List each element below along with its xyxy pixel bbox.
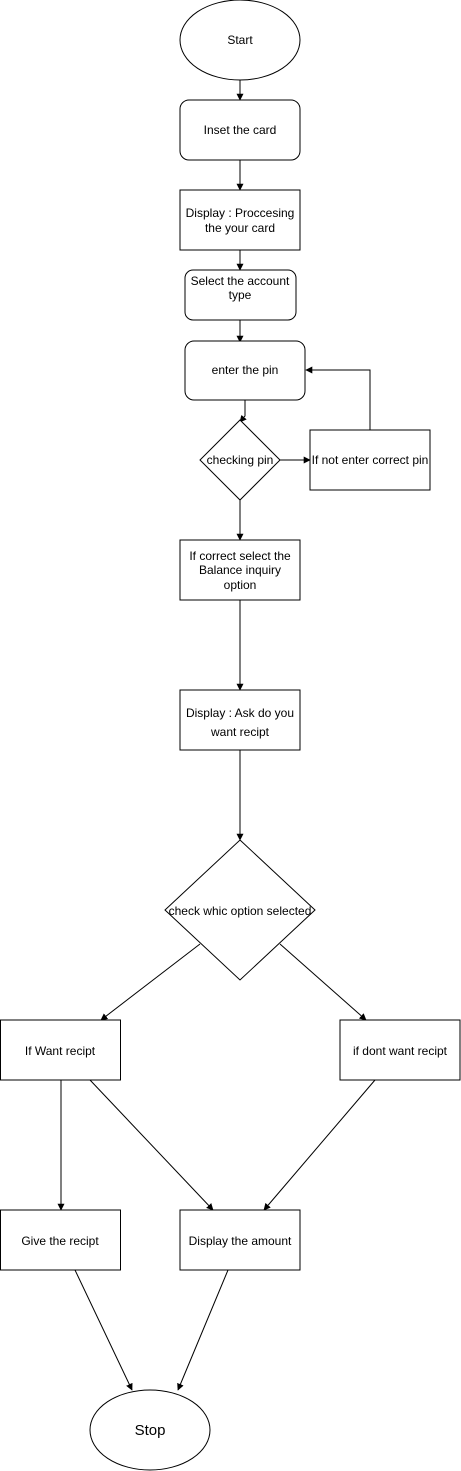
node-processing-label-line2: the your card [205, 221, 275, 235]
node-processing: Display : Proccesing the your card [179, 189, 301, 251]
node-display-amount: Display the amount [179, 1209, 301, 1271]
node-incorrect-pin: If not enter correct pin [309, 429, 431, 491]
edges [57, 80, 376, 1391]
node-ask-receipt-label-line2: want recipt [210, 725, 270, 739]
node-balance-inquiry-label-line3: option [224, 578, 257, 592]
node-give-receipt: Give the recipt [0, 1209, 121, 1271]
node-incorrect-pin-label: If not enter correct pin [312, 453, 429, 467]
node-insert-card: Inset the card [179, 99, 301, 161]
node-check-option: check whic option selected [164, 839, 316, 981]
node-display-amount-label: Display the amount [189, 1234, 292, 1248]
node-select-account-label-line2: type [229, 288, 252, 302]
edge-dont-want-to-display-amount [263, 1079, 376, 1211]
node-dont-want-receipt: if dont want recipt [339, 1019, 461, 1081]
node-enter-pin-label: enter the pin [212, 363, 279, 377]
node-give-receipt-label: Give the recipt [21, 1234, 99, 1248]
node-enter-pin: enter the pin [184, 340, 306, 401]
edge-option-to-want [100, 943, 201, 1021]
node-stop-label: Stop [135, 1422, 166, 1439]
node-start: Start [179, 0, 301, 81]
edge-give-to-stop [74, 1269, 133, 1391]
node-ask-receipt: Display : Ask do you want recipt [179, 689, 301, 751]
node-stop: Stop [89, 1389, 211, 1471]
node-start-label: Start [227, 33, 253, 47]
node-select-account-label-line1: Select the account [191, 274, 290, 288]
edge-incorrect-to-pin [305, 366, 371, 430]
node-select-account: Select the account type [184, 269, 297, 321]
node-dont-want-receipt-label: if dont want recipt [353, 1044, 448, 1058]
node-balance-inquiry-label-line2: Balance inquiry [199, 563, 281, 577]
node-want-receipt: If Want recipt [0, 1019, 121, 1081]
edge-pin-to-check [239, 400, 247, 423]
node-insert-card-label: Inset the card [204, 123, 277, 137]
node-ask-receipt-label-line1: Display : Ask do you [186, 706, 294, 720]
edge-want-to-display-amount [89, 1079, 214, 1211]
node-want-receipt-label: If Want recipt [25, 1044, 96, 1058]
node-balance-inquiry: If correct select the Balance inquiry op… [179, 539, 301, 601]
node-processing-label-line1: Display : Proccesing [186, 206, 295, 220]
node-check-option-label: check whic option selected [169, 904, 312, 918]
node-balance-inquiry-label-line1: If correct select the [189, 549, 291, 563]
edge-option-to-dont-want [279, 943, 367, 1021]
node-checking-pin-label: checking pin [207, 453, 274, 467]
node-checking-pin: checking pin [199, 419, 281, 501]
edge-display-amount-to-stop [177, 1269, 229, 1391]
